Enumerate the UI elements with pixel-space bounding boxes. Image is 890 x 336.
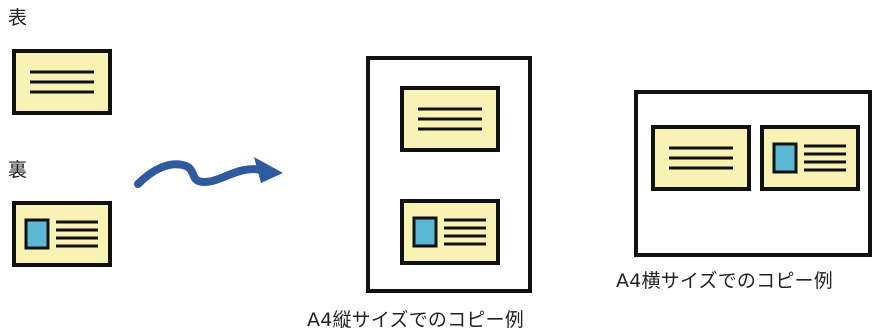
curved-arrow-icon — [134, 157, 283, 188]
front-card-icon — [12, 49, 112, 115]
landscape-front-card-icon — [651, 125, 751, 191]
landscape-back-card-icon — [760, 125, 860, 191]
landscape-caption: A4横サイズでのコピー例 — [616, 270, 833, 292]
back-label: 裏 — [8, 159, 28, 181]
portrait-caption: A4縦サイズでのコピー例 — [307, 309, 524, 331]
a4-portrait-page — [366, 56, 532, 293]
a4-landscape-page — [634, 90, 872, 257]
front-label: 表 — [8, 7, 28, 29]
portrait-back-card-icon — [400, 199, 500, 265]
back-card-icon — [12, 201, 112, 267]
portrait-front-card-icon — [400, 86, 500, 152]
